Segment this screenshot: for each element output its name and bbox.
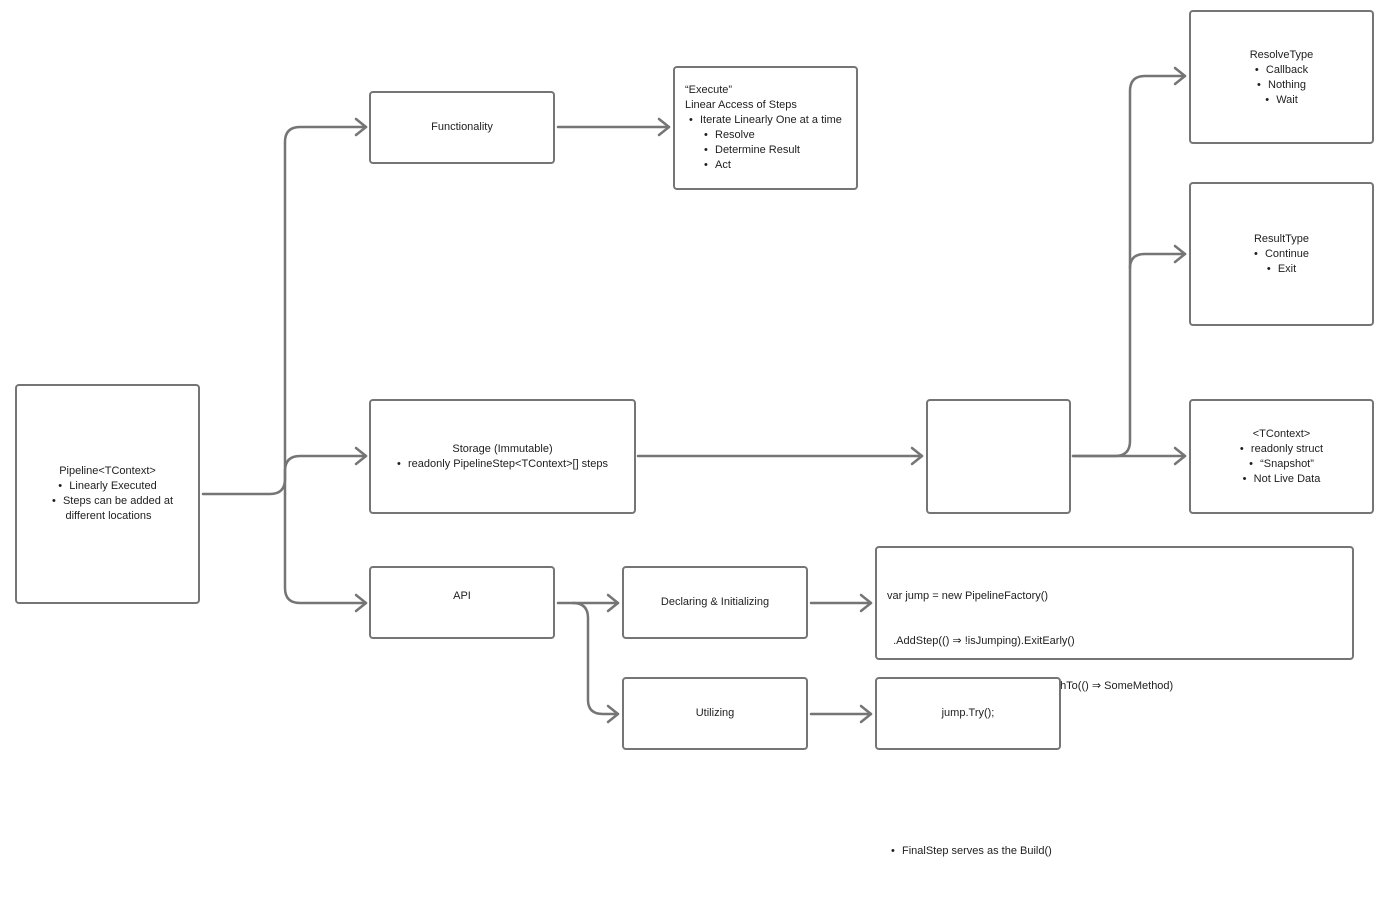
execute-sublist: Resolve Determine Result Act [689, 128, 846, 173]
resolve-type-item: Wait [1255, 93, 1308, 108]
declaring-label: Declaring & Initializing [660, 596, 770, 608]
utilizing-label: Utilizing [695, 707, 735, 719]
pipeline-root-node: Pipeline<TContext> Linearly Executed Ste… [15, 384, 200, 604]
execute-subtitle: Linear Access of Steps [685, 99, 797, 111]
code-spacer [887, 769, 1342, 784]
arrowhead [657, 117, 671, 137]
execute-subitem: Determine Result [704, 143, 846, 158]
code-note-list: FinalStep serves as the Build() [887, 814, 1342, 889]
arrowhead [859, 593, 873, 613]
pipeline-root-item: Steps can be added at [42, 494, 173, 509]
execute-node: “Execute” Linear Access of Steps Iterate… [673, 66, 858, 190]
try-label: jump.Try(); [941, 707, 995, 719]
functionality-node: Functionality [369, 91, 555, 164]
context-item: Not Live Data [1240, 472, 1323, 487]
connector-api-utilizing [571, 601, 620, 716]
pipeline-root-title: Pipeline<TContext> [59, 465, 156, 477]
utilizing-node: Utilizing [622, 677, 808, 750]
functionality-label: Functionality [431, 121, 493, 133]
connector-root-api [283, 492, 368, 605]
context-node: <TContext> readonly struct “Snapshot” No… [1189, 399, 1374, 514]
result-type-item: Continue [1254, 247, 1309, 262]
arrowhead [1173, 66, 1187, 86]
execute-item: Iterate Linearly One at a time Resolve D… [689, 113, 846, 173]
code-line: var jump = new PipelineFactory() [887, 590, 1049, 602]
arrowhead [606, 704, 620, 724]
pipeline-root-item: Linearly Executed [42, 479, 173, 494]
arrowhead [859, 704, 873, 724]
arrowhead [1173, 446, 1187, 466]
resolve-type-list: Callback Nothing Wait [1255, 63, 1308, 108]
context-title: <TContext> [1252, 427, 1311, 440]
execute-list: Iterate Linearly One at a time Resolve D… [685, 113, 846, 173]
code-line: .AddStep(() ⇒ !isJumping).ExitEarly() [887, 635, 1075, 647]
api-label: API [453, 590, 471, 602]
api-node: API [369, 566, 555, 639]
resolve-type-title: ResolveType [1249, 49, 1314, 61]
storage-node: Storage (Immutable) readonly PipelineSte… [369, 399, 636, 514]
connector-root-storage [283, 454, 368, 496]
storage-title: Storage (Immutable) [452, 442, 553, 455]
code-node: var jump = new PipelineFactory() .AddSte… [875, 546, 1354, 857]
result-type-node: ResultType Continue Exit [1189, 182, 1374, 326]
context-item: readonly struct [1240, 442, 1323, 457]
arrowhead [606, 593, 620, 613]
context-item: “Snapshot” [1240, 457, 1323, 472]
connector-empty-result [1128, 252, 1187, 270]
arrowhead [354, 446, 368, 466]
connector-layer [201, 66, 1187, 724]
connector-root-trunk [201, 125, 368, 496]
resolve-type-item: Callback [1255, 63, 1308, 78]
resolve-type-item: Nothing [1255, 78, 1308, 93]
result-type-item: Exit [1254, 262, 1309, 277]
execute-subitem: Act [704, 158, 846, 173]
pipeline-root-item-continuation: different locations [65, 510, 152, 522]
execute-title: “Execute” [685, 84, 733, 96]
arrowhead [354, 593, 368, 613]
step-node [926, 399, 1071, 514]
code-note: FinalStep serves as the Build() [891, 844, 1342, 859]
try-node: jump.Try(); [875, 677, 1061, 750]
arrowhead [910, 446, 924, 466]
storage-list: readonly PipelineStep<TContext>[] steps [397, 457, 608, 472]
result-type-title: ResultType [1253, 232, 1310, 245]
arrowhead [354, 117, 368, 137]
pipeline-root-list: Linearly Executed Steps can be added at [42, 479, 173, 509]
declaring-node: Declaring & Initializing [622, 566, 808, 639]
resolve-type-node: ResolveType Callback Nothing Wait [1189, 10, 1374, 144]
execute-subitem: Resolve [704, 128, 846, 143]
context-list: readonly struct “Snapshot” Not Live Data [1240, 442, 1323, 487]
result-type-list: Continue Exit [1254, 247, 1309, 277]
storage-item: readonly PipelineStep<TContext>[] steps [397, 457, 608, 472]
arrowhead [1173, 244, 1187, 264]
